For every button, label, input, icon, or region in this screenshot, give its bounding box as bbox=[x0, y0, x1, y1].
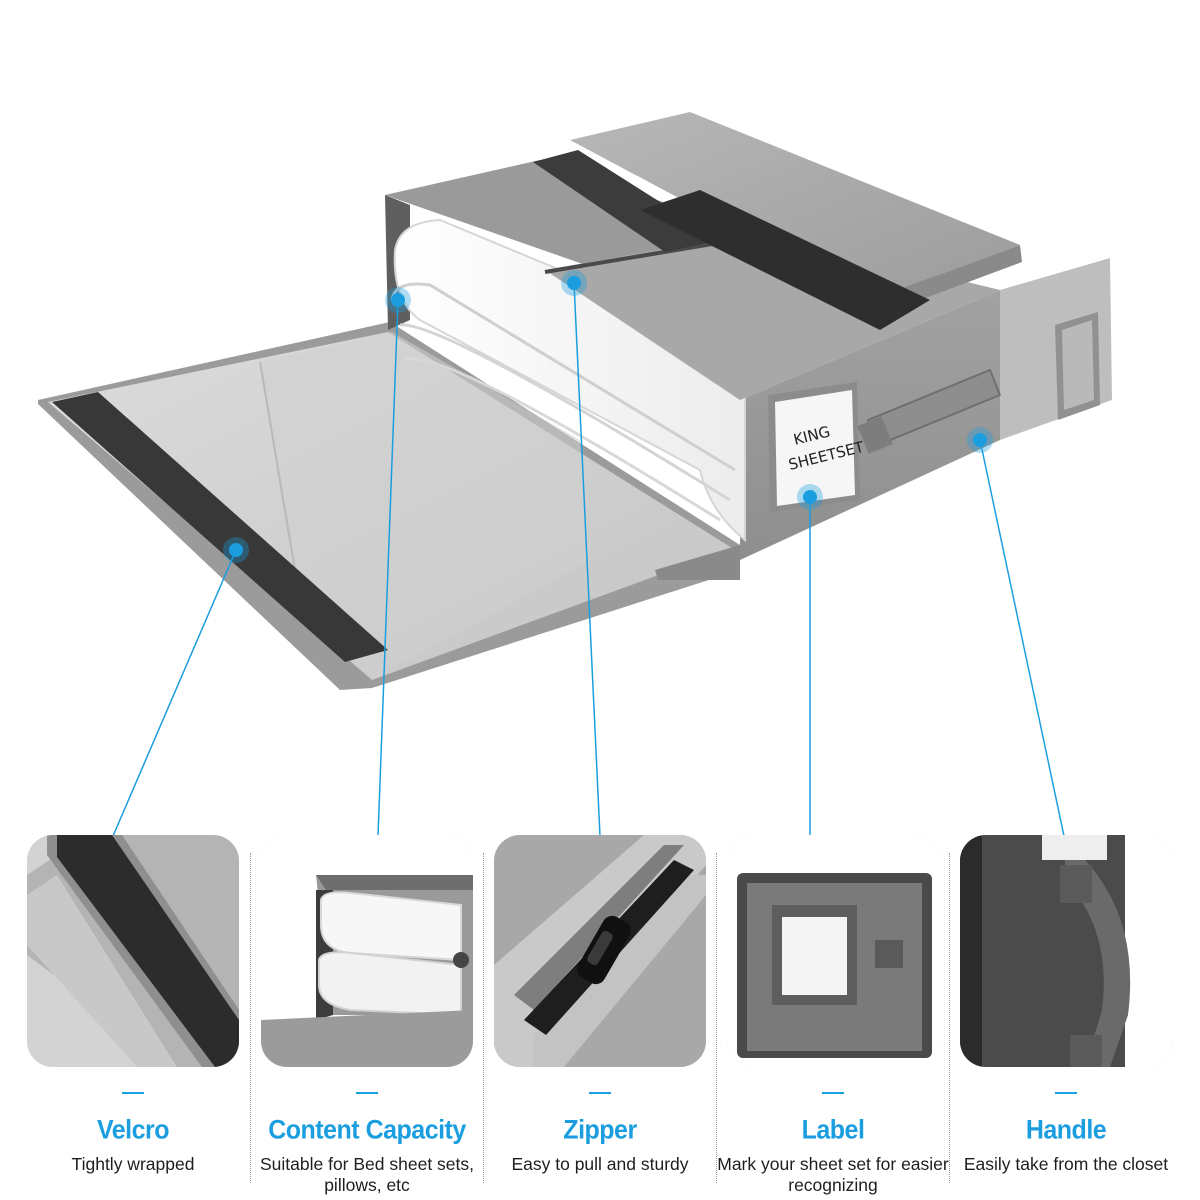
feature-zipper: Zipper Easy to pull and sturdy bbox=[494, 835, 728, 1200]
label-dash bbox=[822, 1092, 844, 1094]
zipper-pull-icon bbox=[494, 835, 706, 1067]
feature-divider bbox=[483, 853, 484, 1183]
feature-handle: Handle Easily take from the closet bbox=[960, 835, 1194, 1200]
folded-sheets-icon bbox=[261, 835, 473, 1067]
side-handle-icon bbox=[960, 835, 1172, 1067]
capacity-thumbnail bbox=[261, 835, 473, 1067]
callout-lines bbox=[112, 282, 1065, 837]
lid-flap bbox=[570, 112, 1020, 300]
capacity-title: Content Capacity bbox=[268, 1114, 466, 1146]
velcro-desc: Tightly wrapped bbox=[71, 1154, 195, 1174]
flap-velcro-strip bbox=[52, 392, 388, 662]
feature-divider bbox=[716, 853, 717, 1183]
velcro-dash bbox=[122, 1092, 144, 1094]
feature-divider bbox=[250, 853, 251, 1183]
leader-handle bbox=[979, 439, 1065, 837]
zipper-dash bbox=[589, 1092, 611, 1094]
feature-capacity: Content Capacity Suitable for Bed sheet … bbox=[260, 835, 495, 1200]
handle-dash bbox=[1055, 1092, 1077, 1094]
zipper-desc: Easy to pull and sturdy bbox=[511, 1154, 689, 1174]
front-label-window: KING SHEETSET bbox=[768, 382, 867, 512]
feature-divider bbox=[949, 853, 950, 1183]
leader-capacity bbox=[377, 299, 399, 837]
zipper-thumbnail bbox=[494, 835, 706, 1067]
handle-desc: Easily take from the closet bbox=[963, 1154, 1169, 1174]
feature-row: Velcro Tightly wrapped Content Capacity bbox=[0, 835, 1200, 1200]
leader-velcro bbox=[112, 549, 237, 837]
zipper-title: Zipper bbox=[563, 1114, 637, 1146]
label-title: Label bbox=[801, 1114, 865, 1146]
capacity-dash bbox=[356, 1092, 378, 1094]
velcro-thumbnail bbox=[27, 835, 239, 1067]
label-desc: Mark your sheet set for easier recognizi… bbox=[717, 1154, 949, 1195]
handle-thumbnail bbox=[960, 835, 1172, 1067]
velcro-title: Velcro bbox=[96, 1114, 170, 1146]
handle-title: Handle bbox=[1025, 1114, 1107, 1146]
label-thumbnail bbox=[727, 835, 939, 1067]
feature-velcro: Velcro Tightly wrapped bbox=[27, 835, 261, 1200]
leader-zipper bbox=[573, 282, 601, 837]
label-window-icon bbox=[727, 835, 939, 1067]
feature-label: Label Mark your sheet set for easier rec… bbox=[717, 835, 961, 1200]
velcro-strip-icon bbox=[27, 835, 239, 1067]
capacity-desc: Suitable for Bed sheet sets, pillows, et… bbox=[259, 1154, 475, 1195]
